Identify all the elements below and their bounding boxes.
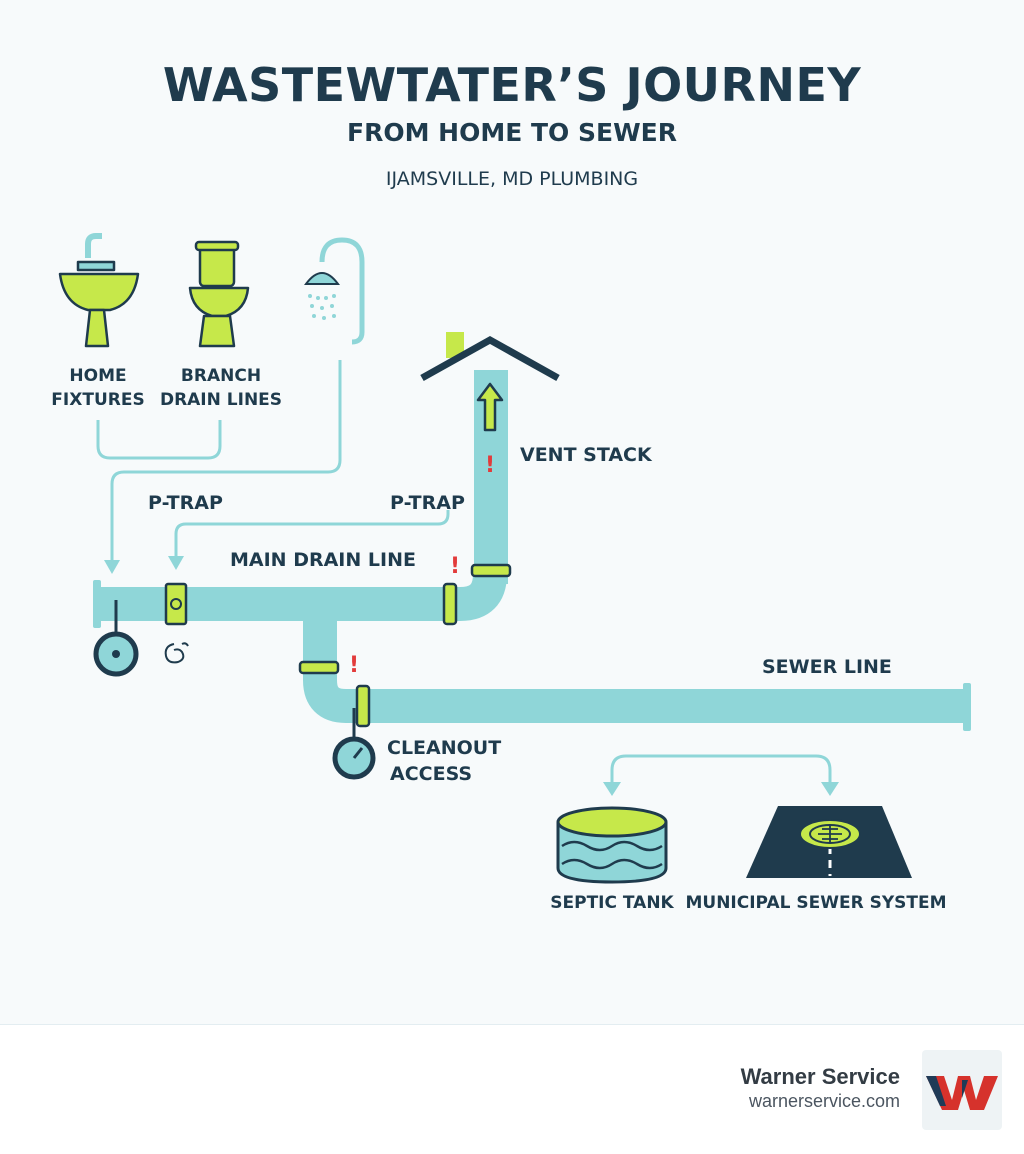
footer: [0, 1025, 1024, 1154]
cleanout-gauge-icon: [332, 708, 376, 780]
main-drain-pipe: [98, 570, 507, 621]
warning-mark-drop: !: [349, 653, 359, 678]
p-trap-right-label: P-TRAP: [390, 492, 465, 514]
page-subtitle: FROM HOME TO SEWER: [347, 118, 677, 147]
vent-stack-label: VENT STACK: [520, 444, 653, 466]
main-drain-end-cap: [93, 580, 101, 628]
septic-tank-label: SEPTIC TANK: [550, 893, 674, 913]
location-label: IJAMSVILLE, MD PLUMBING: [385, 168, 639, 190]
drop-coupling: [298, 660, 340, 675]
septic-tank-icon: [556, 806, 668, 884]
page-title: WASTEWTATER’S JOURNEY: [162, 58, 862, 112]
sewer-line-label: SEWER LINE: [762, 656, 892, 678]
shower-icon: [304, 237, 365, 345]
destination-flow-lines: [610, 754, 832, 786]
vent-coupling: [470, 563, 512, 578]
brand-url[interactable]: warnerservice.com: [748, 1091, 900, 1111]
p-trap-left-label: P-TRAP: [148, 492, 223, 514]
brand-name: Warner Service: [740, 1064, 900, 1089]
swirl-icon: [164, 642, 189, 664]
sewer-line-end-cap: [963, 683, 971, 731]
up-arrow-icon: [476, 382, 504, 432]
sewer-coupling: [355, 684, 371, 728]
warning-mark-main: !: [450, 554, 460, 579]
cleanout-access-label-line2: ACCESS: [390, 763, 472, 785]
sewer-line-pipe: [303, 604, 968, 723]
warner-logo-icon: [922, 1050, 1002, 1130]
toilet-icon: [188, 240, 250, 348]
house-roof-icon: [420, 332, 560, 382]
destination-arrowheads: [603, 782, 839, 796]
plumbing-diagram: HOME FIXTURES BRANCH DRAIN LINES P-TRAP …: [51, 233, 971, 913]
sink-icon: [58, 233, 140, 348]
warning-mark-vent: !: [485, 453, 495, 478]
p-trap-coupling: [164, 582, 188, 626]
branch-drain-lines-label-line1: BRANCH: [181, 366, 261, 386]
fixture-flow-lines: [96, 360, 450, 564]
footer-divider: [0, 1024, 1024, 1025]
pipe-couplings: [164, 563, 512, 728]
main-line-coupling: [442, 582, 458, 626]
main-drain-line-label: MAIN DRAIN LINE: [230, 549, 416, 571]
drain-gauge-icon: [93, 600, 139, 677]
flow-arrowheads: [104, 556, 184, 574]
branch-drain-lines-label-line2: DRAIN LINES: [160, 390, 282, 410]
home-fixtures-label-line2: FIXTURES: [51, 390, 144, 410]
home-fixtures-label-line1: HOME: [69, 366, 126, 386]
cleanout-access-label-line1: CLEANOUT: [387, 737, 501, 759]
manhole-road-icon: [746, 806, 912, 878]
municipal-sewer-system-label: MUNICIPAL SEWER SYSTEM: [685, 893, 946, 913]
